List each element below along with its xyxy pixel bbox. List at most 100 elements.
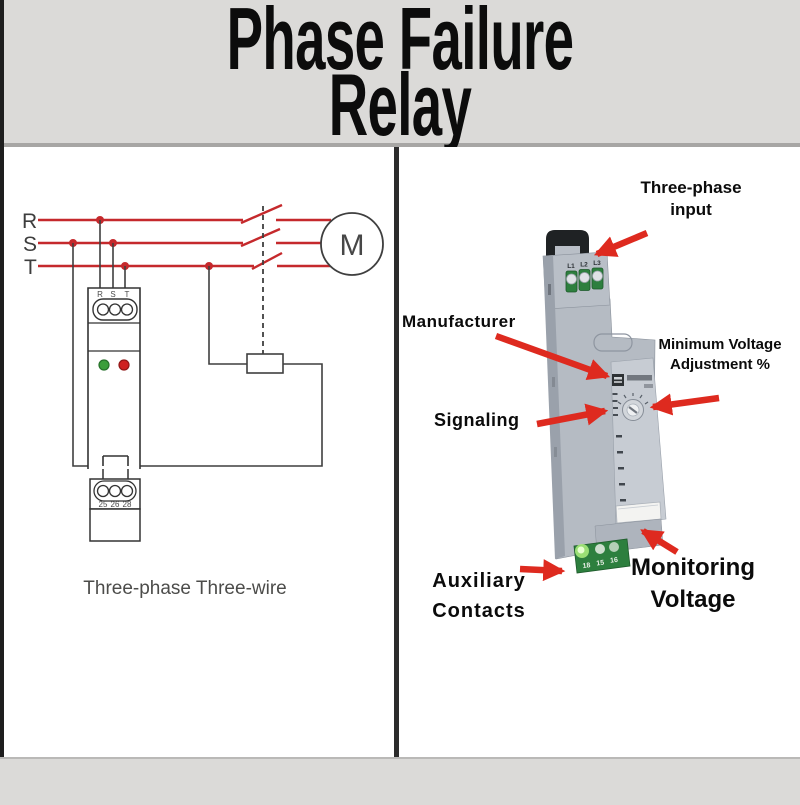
label-three-phase-input: Three-phase input — [621, 177, 761, 221]
dial-slot — [628, 406, 638, 414]
label-manufacturer-line1: Manufacturer — [402, 312, 516, 331]
lower-print-column — [616, 435, 626, 502]
led-print — [612, 393, 618, 395]
motor-label: M — [340, 229, 365, 262]
body-left-shade — [543, 255, 565, 559]
terminal-label-l3: L3 — [593, 260, 601, 267]
terminal-screw — [595, 544, 605, 554]
wiring-diagram: R S T — [22, 203, 384, 599]
switch-contact-t — [251, 251, 283, 271]
image-left-edge — [0, 0, 4, 757]
terminal-label-l1: L1 — [567, 263, 575, 270]
phase-label-t: T — [24, 256, 37, 279]
header: Phase Failure Relay — [0, 0, 800, 154]
front-slot-detail — [593, 333, 633, 352]
label-min-voltage-line1: Minimum Voltage — [658, 336, 782, 353]
side-slot — [548, 284, 551, 295]
green-led — [98, 359, 110, 371]
device-photo-panel: L1 L2 L3 — [394, 147, 800, 757]
label-monitoring-line1: Monitoring — [631, 554, 755, 581]
terminal-label-16: 16 — [610, 557, 619, 565]
relay-device-illustration: L1 L2 L3 — [494, 230, 720, 582]
relay-body — [87, 287, 141, 469]
panel-divider — [394, 147, 399, 757]
logo-mark — [614, 381, 622, 383]
arrow-auxiliary-contacts — [519, 559, 566, 582]
page-title-line2: Relay — [328, 55, 472, 154]
dial-tick — [617, 401, 622, 405]
terminal-screw — [566, 273, 577, 285]
arrow-signaling — [536, 403, 609, 428]
relay-terminal-label-t: T — [125, 290, 130, 299]
terminal-screw — [609, 542, 619, 552]
voltage-adjust-dial — [617, 393, 649, 421]
terminal-screw — [592, 270, 603, 282]
contactor-coil — [246, 353, 284, 374]
led-print — [613, 407, 618, 409]
print-dash — [619, 483, 625, 486]
phase-label-s: S — [23, 233, 37, 256]
relay-foot — [89, 508, 141, 542]
dial-ticks — [617, 393, 649, 405]
relay-terminal-label-s: S — [110, 290, 115, 299]
content: R S T — [0, 147, 800, 757]
led-print — [613, 414, 618, 416]
phase-lines — [38, 203, 331, 271]
terminal-hole — [108, 303, 122, 316]
label-auxiliary-contacts: Auxiliary Contacts — [418, 566, 540, 626]
manufacturer-logo — [612, 374, 624, 386]
relay-bottom-terminal-25: 25 — [99, 500, 108, 509]
model-text-print — [627, 375, 652, 381]
label-monitoring-voltage: Monitoring Voltage — [614, 552, 772, 617]
front-face-details — [612, 374, 662, 527]
label-monitoring-line2: Voltage — [650, 586, 736, 614]
footer — [0, 757, 800, 805]
terminal-hole — [108, 484, 122, 498]
label-auxiliary-line1: Auxiliary — [432, 570, 526, 592]
terminal-screw — [579, 272, 590, 283]
arrow-three-phase-input — [593, 230, 649, 257]
top-terminal-block: L1 L2 L3 — [565, 260, 604, 293]
print-dash — [617, 451, 623, 454]
annotation-arrows — [494, 230, 720, 582]
signaling-led-column — [612, 393, 618, 416]
dial-tick — [623, 394, 627, 399]
side-slot — [554, 447, 557, 457]
terminal-label-l2: L2 — [580, 262, 588, 269]
motor: M — [320, 212, 384, 276]
label-three-phase-input-line2: input — [670, 200, 712, 220]
terminal-hole — [96, 303, 110, 316]
wiring-diagram-panel: R S T — [0, 147, 394, 757]
label-min-voltage-line2: Adjustment % — [669, 355, 770, 373]
logo-mark — [614, 377, 622, 380]
print-dash — [616, 435, 622, 438]
terminal-label-18: 18 — [582, 562, 591, 570]
print-dash — [620, 499, 626, 502]
label-min-voltage-adjustment: Minimum Voltage Adjustment % — [644, 335, 796, 374]
switch-contact-r — [240, 203, 283, 225]
led-print — [612, 400, 618, 402]
terminal-hole — [120, 303, 134, 316]
label-auxiliary-line2: Contacts — [432, 600, 526, 622]
phase-label-r: R — [22, 210, 37, 233]
terminal-hole — [96, 484, 110, 498]
side-slot — [552, 377, 555, 387]
label-signaling-line1: Signaling — [434, 410, 520, 430]
relay-terminal-label-r: R — [97, 290, 103, 299]
status-led — [577, 546, 585, 554]
page-title-line1: Phase Failure — [226, 0, 574, 88]
wire-t-to-coil — [208, 266, 247, 365]
diagram-caption: Three-phase Three-wire — [83, 578, 286, 599]
dial-tick — [639, 394, 643, 399]
bottom-terminal-labels: 18 15 16 — [582, 557, 619, 570]
terminal-label-15: 15 — [596, 560, 605, 568]
print-dash — [618, 467, 624, 470]
switch-contact-s — [240, 227, 281, 248]
arrow-manufacturer — [494, 332, 611, 381]
terminal-hole — [120, 484, 134, 498]
label-three-phase-input-line1: Three-phase — [640, 178, 742, 197]
red-led — [118, 359, 130, 371]
wire-coil-to-output — [127, 363, 323, 479]
relay-notches — [102, 456, 129, 466]
